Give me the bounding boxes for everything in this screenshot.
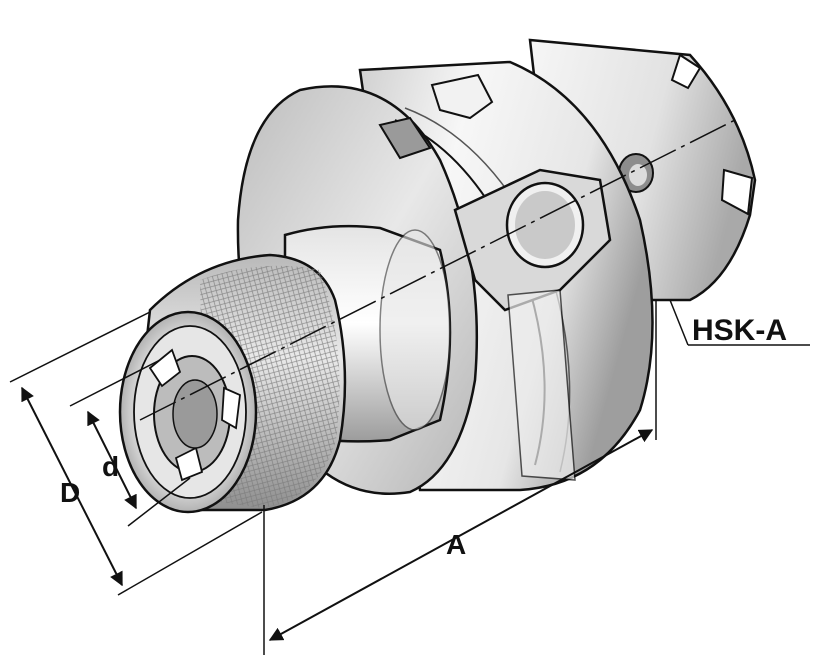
dimension-A-label: A	[446, 529, 466, 560]
dimension-d-label: d	[102, 451, 119, 482]
collet-slot-top	[148, 348, 182, 388]
dimension-D: D	[9, 311, 263, 596]
hsk-a-label: HSK-A	[692, 314, 787, 347]
hsk-callout: HSK-A	[669, 299, 810, 347]
flange-notch-top	[430, 73, 494, 120]
neck	[283, 224, 452, 443]
flange-notch-left	[378, 116, 432, 160]
collet-face	[118, 310, 258, 514]
collet-slot-bottom	[174, 446, 204, 482]
collet-slot-right	[221, 386, 241, 430]
dimension-d: d	[69, 359, 191, 527]
dimension-D-label: D	[60, 477, 80, 508]
shank-keyway-top	[670, 53, 702, 90]
shank-keyway-side	[720, 168, 754, 216]
dimension-A: A	[263, 300, 657, 655]
